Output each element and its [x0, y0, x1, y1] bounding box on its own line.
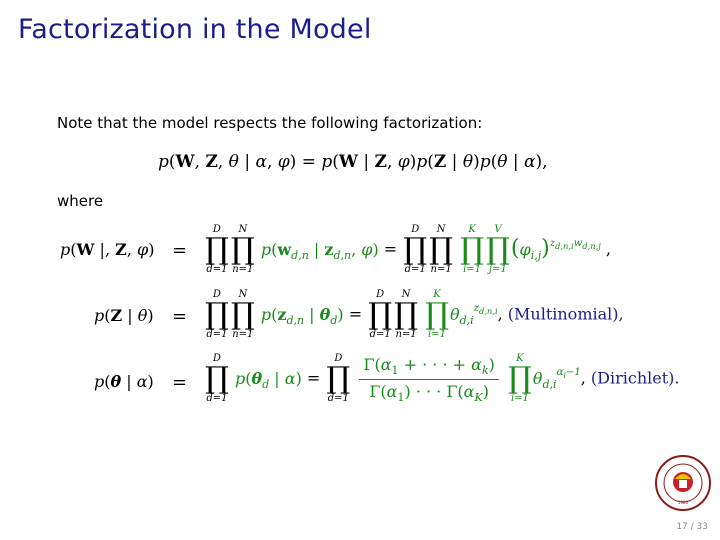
page-number: 17 / 33	[676, 522, 708, 532]
main-equation: p(W, Z, θ | α, φ) = p(W | Z, φ)p(Z | θ)p…	[158, 152, 548, 172]
eq3-rhs: D∏d=1 p(θd | α) = D∏d=1 Γ(α1 + · · · + α…	[205, 353, 680, 404]
intro-text: Note that the model respects the followi…	[57, 114, 483, 132]
svg-text:1986: 1986	[678, 500, 689, 505]
eq3-equals: =	[172, 372, 188, 393]
university-seal-icon: 1986	[655, 455, 711, 511]
multinomial-label: (Multinomial),	[507, 304, 624, 324]
eq1-equals: =	[172, 240, 188, 261]
slide-title: Factorization in the Model	[18, 14, 372, 45]
dirichlet-label: (Dirichlet).	[590, 368, 680, 388]
eq3-lhs: p(θ | α)	[94, 372, 154, 391]
eq1-lhs: p(W |, Z, φ)	[60, 240, 155, 259]
eq2-equals: =	[172, 306, 188, 327]
where-text: where	[57, 192, 104, 210]
eq2-lhs: p(Z | θ)	[94, 306, 154, 325]
